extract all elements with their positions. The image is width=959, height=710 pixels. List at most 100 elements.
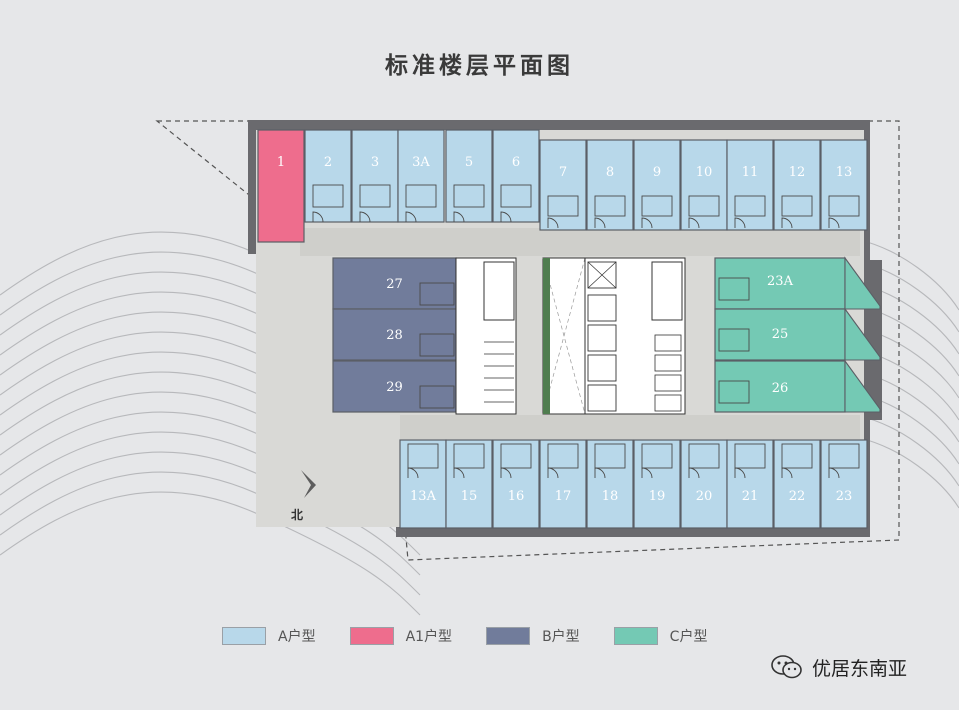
unit-13a: 13A	[399, 439, 447, 529]
unit-room	[714, 308, 846, 361]
watermark: 优居东南亚	[770, 652, 907, 682]
door-swing	[781, 467, 793, 479]
lift-car	[587, 261, 617, 289]
upper-corridor	[300, 228, 860, 256]
unit-room	[680, 439, 728, 529]
unit-room	[586, 439, 634, 529]
door-swing	[312, 211, 324, 223]
north-arrow-icon	[301, 470, 316, 498]
unit-room	[633, 439, 681, 529]
legend-item-b: B户型	[486, 626, 580, 646]
page-title: 标准楼层平面图	[385, 52, 574, 79]
bath-outline	[407, 443, 439, 469]
door-swing	[688, 467, 700, 479]
unit-label: 11	[742, 165, 759, 180]
unit-room	[726, 139, 774, 231]
unit-label: 13	[836, 165, 853, 180]
bath-outline	[419, 282, 455, 306]
unit-17: 17	[539, 439, 587, 529]
unit-room	[773, 139, 821, 231]
unit-room	[351, 129, 399, 223]
door-swing	[641, 467, 653, 479]
bath-outline	[688, 443, 720, 469]
balcony	[844, 256, 881, 310]
unit-label: 25	[772, 327, 789, 342]
door-swing	[500, 467, 512, 479]
unit-26: 26	[714, 359, 881, 413]
bath-outline	[547, 443, 579, 469]
lift-shaft-right	[651, 261, 683, 321]
unit-20: 20	[680, 439, 728, 529]
door-swing	[594, 217, 606, 229]
door-swing	[407, 467, 419, 479]
north-label: 北	[291, 507, 303, 522]
door-swing	[688, 217, 700, 229]
unit-label: 7	[559, 165, 567, 180]
door-swing	[359, 211, 371, 223]
unit-room	[257, 129, 305, 243]
bath-outline	[718, 277, 750, 301]
unit-label: 10	[696, 165, 713, 180]
unit-label: 6	[512, 155, 520, 170]
lift-car	[587, 324, 617, 352]
door-swing	[547, 467, 559, 479]
unit-label: 5	[465, 155, 473, 170]
unit-label: 22	[789, 489, 806, 504]
bath-outline	[718, 328, 750, 352]
unit-21: 21	[726, 439, 774, 529]
lift-car	[587, 354, 617, 382]
planter-strip	[543, 258, 550, 414]
bath-outline	[453, 184, 485, 208]
bath-outline	[405, 184, 437, 208]
bath-outline	[734, 195, 766, 217]
unit-room	[633, 139, 681, 231]
unit-room	[397, 129, 445, 223]
lift-shaft-left	[483, 261, 515, 321]
door-swing	[405, 211, 417, 223]
service-room	[654, 354, 682, 372]
unit-label: 26	[772, 381, 789, 396]
unit-room	[492, 129, 540, 223]
unit-3: 3	[351, 129, 399, 223]
unit-29: 29	[332, 360, 457, 413]
unit-28: 28	[332, 308, 457, 361]
legend-item-a1: A1户型	[349, 626, 453, 646]
unit-11: 11	[726, 139, 774, 231]
unit-room	[332, 308, 457, 361]
door-swing	[500, 211, 512, 223]
door-swing	[734, 217, 746, 229]
wave-line	[0, 491, 421, 616]
unit-label: 15	[461, 489, 478, 504]
unit-label: 23	[836, 489, 853, 504]
door-swing	[594, 467, 606, 479]
unit-label: 27	[386, 277, 403, 292]
legend-label-c: C户型	[669, 629, 708, 645]
unit-room	[714, 360, 846, 413]
bath-outline	[419, 385, 455, 409]
unit-9: 9	[633, 139, 681, 231]
unit-7: 7	[539, 139, 587, 231]
bath-outline	[781, 195, 813, 217]
lift-car	[587, 294, 617, 322]
bath-outline	[688, 195, 720, 217]
unit-room	[680, 139, 728, 231]
legend-swatch-a	[222, 627, 266, 645]
wave-line	[0, 451, 421, 576]
bath-outline	[547, 195, 579, 217]
bath-outline	[594, 195, 626, 217]
door-swing	[453, 467, 465, 479]
unit-label: 8	[606, 165, 614, 180]
legend-label-a1: A1户型	[405, 629, 453, 645]
legend-item-c: C户型	[613, 626, 708, 646]
unit-6: 6	[492, 129, 540, 223]
unit-label: 28	[386, 328, 403, 343]
unit-room	[445, 129, 493, 223]
door-swing	[453, 211, 465, 223]
unit-label: 12	[789, 165, 806, 180]
bath-outline	[312, 184, 344, 208]
lower-corridor	[400, 415, 860, 439]
unit-label: 9	[653, 165, 661, 180]
unit-room	[304, 129, 352, 223]
